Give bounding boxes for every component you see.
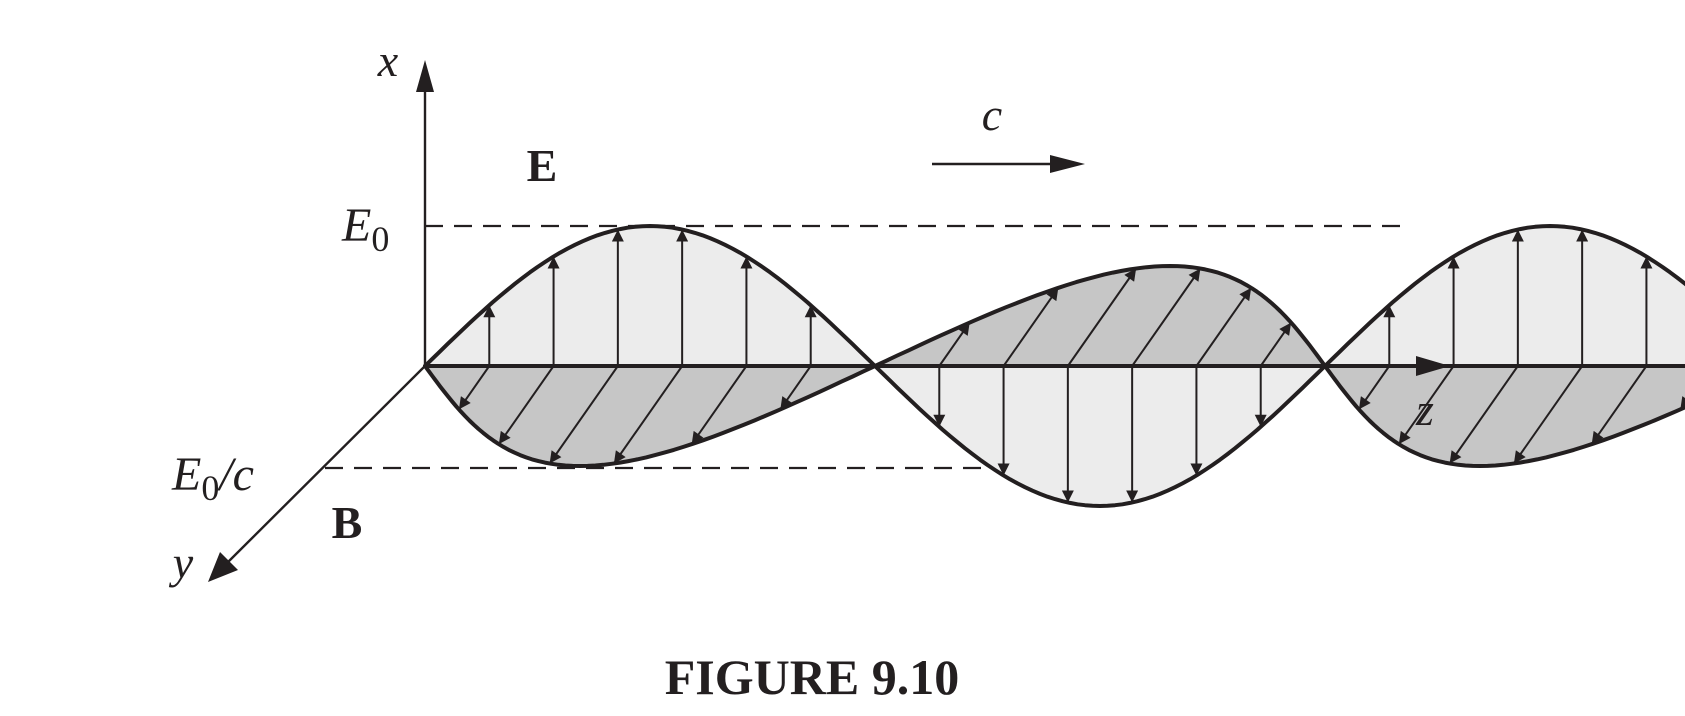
e-field-lobe [423,224,877,368]
x-axis-arrowhead [416,60,434,92]
x-axis-label: x [377,35,399,86]
b-field-lobe [423,364,877,468]
b-field-vector [1590,365,1648,445]
b-amplitude-label: E0/c [171,448,254,508]
z-axis-arrowhead [1416,356,1450,376]
b-field-vector [1131,267,1202,367]
z-axis-label: z [1415,384,1434,435]
e-amplitude-label: E0 [341,199,389,259]
y-axis-label: y [169,537,194,588]
electric-field-wave [423,224,1685,508]
b-field-lobe [873,264,1327,368]
b-field-vector [938,322,971,367]
b-field-vector [458,365,491,410]
y-axis [219,365,426,571]
e-field-lobe [873,364,1327,508]
b-field-vector [1195,287,1252,367]
b-field-vector [613,365,683,465]
b-field-vector [690,365,748,445]
b-field-vector [1448,365,1519,465]
speed-label: c [982,89,1002,140]
y-axis-arrowhead [208,552,238,582]
b-field-vector [1259,322,1292,367]
b-field-vector [1398,365,1455,445]
b-field-label: B [332,497,363,548]
b-field-vector [1513,365,1583,465]
b-field-vector [548,365,619,465]
e-field-lobe [1323,224,1685,368]
e-field-label: E [527,140,558,191]
figure-caption: FIGURE 9.10 [665,649,959,705]
propagation-arrowhead [1050,155,1085,173]
magnetic-field-wave [423,264,1685,468]
b-field-vector [1002,287,1060,367]
b-field-vector [779,365,812,410]
b-field-vector [498,365,555,445]
b-field-vector [1358,365,1391,410]
b-field-vector [1067,267,1137,367]
